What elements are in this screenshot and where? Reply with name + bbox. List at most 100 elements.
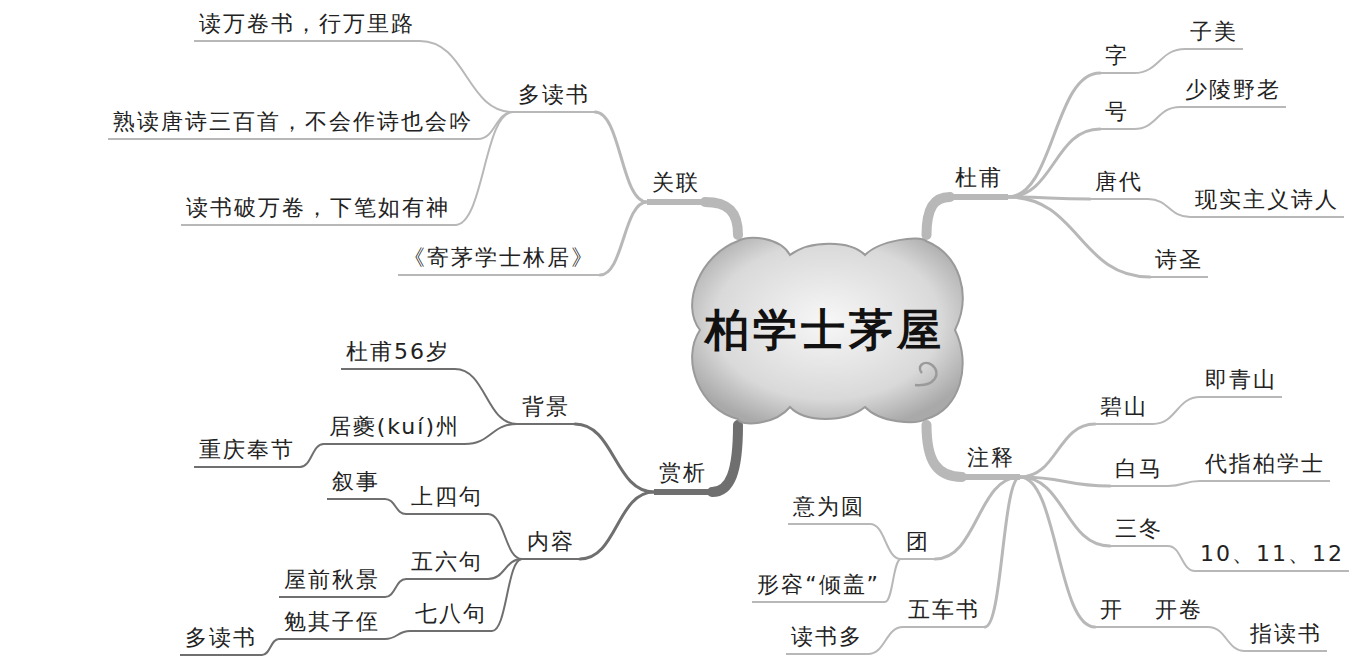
branch-connector [595,112,647,202]
branch-topic: 读书破万卷，下笔如有神 [181,194,455,226]
branch-topic: 开 [1095,596,1129,628]
topic-label: 10、11、12 [1200,541,1344,566]
topic-label: 上四句 [411,484,483,509]
central-topic: 柏学士茅屋 [680,235,970,425]
topic-label: 杜甫 [955,165,1003,190]
branch-topic: 重庆奉节 [194,436,300,468]
topic-label: 内容 [527,529,575,554]
branch-connector [300,444,324,467]
branch-connector [1008,73,1100,197]
topic-label: 七八句 [415,601,487,626]
branch-topic: 熟读唐诗三百首，不会作诗也会吟 [108,108,478,140]
branch-topic: 读万卷书，行万里路 [194,10,420,42]
branch-topic: 形容“倾盖” [752,571,885,603]
topic-label: 叙事 [332,469,380,494]
topic-label: 多读书 [185,625,257,650]
branch-connector [1208,627,1245,651]
branch-topic: 字 [1100,42,1134,74]
topic-label: 读万卷书，行万里路 [199,11,415,36]
branch-connector [1020,424,1095,477]
topic-label: 勉其子侄 [284,609,380,634]
branch-topic: 指读书 [1245,620,1327,652]
topic-label: 五车书 [908,597,980,622]
branch-topic: 多读书 [513,81,595,113]
branch-topic: 三冬 [1110,515,1168,547]
branch-topic: 多读书 [180,624,262,656]
branch-connector [1134,107,1180,129]
branch-connector [927,197,951,235]
branch-topic: 杜甫 [950,164,1008,200]
topic-label: 《寄茅学士林居》 [403,245,595,270]
central-title: 柏学士茅屋 [705,301,945,360]
branch-connector [262,639,279,655]
branch-topic: 现实主义诗人 [1190,186,1344,218]
branch-topic: 唐代 [1090,168,1148,200]
branch-topic: 居夔(kuí)州 [324,413,465,445]
branch-connector [1168,546,1195,571]
branch-connector [420,41,513,112]
branch-connector [1020,477,1095,627]
branch-topic: 五车书 [903,596,985,628]
branch-topic: 内容 [522,528,580,560]
branch-topic: 号 [1100,98,1134,130]
branch-topic: 五六句 [406,548,488,580]
branch-connector [1134,49,1185,73]
branch-connector [1168,481,1200,486]
branch-connector [488,514,522,559]
topic-label: 五六句 [411,549,483,574]
topic-label: 诗圣 [1155,247,1203,272]
branch-connector [1020,477,1110,546]
topic-label: 形容“倾盖” [757,572,880,597]
branch-connector [927,425,963,477]
branch-connector [705,202,738,235]
branch-connector [385,631,410,639]
branch-topic: 白马 [1110,455,1168,487]
topic-label: 唐代 [1095,169,1143,194]
branch-connector [1008,129,1100,197]
topic-label: 赏析 [659,460,707,485]
topic-label: 子美 [1190,19,1238,44]
branch-topic: 诗圣 [1150,246,1208,278]
branch-connector [600,202,647,275]
topic-label: 杜甫56岁 [346,339,450,364]
branch-connector [1153,397,1200,424]
branch-connector [985,477,1020,627]
topic-label: 即青山 [1205,367,1277,392]
branch-topic: 读书多 [786,623,868,655]
branch-connector [885,559,901,602]
branch-topic: 赏析 [654,459,712,495]
branch-topic: 背景 [517,393,575,425]
topic-label: 现实主义诗人 [1195,187,1339,212]
topic-label: 指读书 [1250,621,1322,646]
branch-topic: 即青山 [1200,366,1282,398]
branch-topic: 团 [901,528,935,560]
branch-topic: 碧山 [1095,393,1153,425]
topic-label: 熟读唐诗三百首，不会作诗也会吟 [113,109,473,134]
topic-label: 少陵野老 [1185,77,1281,102]
branch-connector [575,424,654,492]
branch-topic: 代指柏学士 [1200,450,1330,482]
branch-topic: 开卷 [1150,596,1208,628]
topic-label: 号 [1105,99,1129,124]
branch-connector [712,425,738,492]
branch-topic: 少陵野老 [1180,76,1286,108]
branch-topic: 意为圆 [788,493,870,525]
branch-topic: 杜甫56岁 [341,338,455,370]
branch-connector [465,424,517,444]
branch-connector [870,524,901,559]
topic-label: 注释 [967,445,1015,470]
topic-label: 团 [906,529,930,554]
topic-label: 居夔(kuí)州 [329,414,460,439]
branch-connector [1148,199,1190,217]
branch-connector [385,579,406,597]
topic-label: 背景 [522,394,570,419]
branch-topic: 注释 [962,444,1020,480]
topic-label: 代指柏学士 [1205,451,1325,476]
branch-topic: 《寄茅学士林居》 [398,244,600,276]
branch-connector [492,559,522,631]
branch-topic: 关联 [647,169,705,205]
branch-topic: 叙事 [327,468,385,500]
topic-label: 开 [1100,597,1124,622]
branch-connector [385,499,406,514]
